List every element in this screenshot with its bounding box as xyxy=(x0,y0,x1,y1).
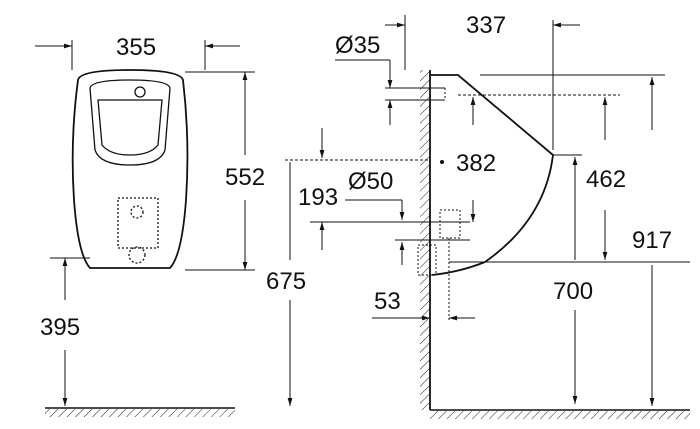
dim-382: 382 xyxy=(456,150,497,177)
dim-552: 552 xyxy=(225,164,266,191)
dim-675: 675 xyxy=(266,268,307,295)
front-view-dimensions xyxy=(35,40,255,409)
dim-395: 395 xyxy=(40,314,81,341)
front-view-urinal xyxy=(71,69,189,269)
dim-700: 700 xyxy=(553,278,594,305)
front-floor-hatch xyxy=(45,409,235,417)
dim-337: 337 xyxy=(466,12,507,39)
dim-53: 53 xyxy=(374,288,401,315)
dim-355: 355 xyxy=(116,34,157,61)
dim-462: 462 xyxy=(586,166,627,193)
dim-inlet-diameter: Ø35 xyxy=(335,32,381,59)
dim-917: 917 xyxy=(632,227,673,254)
side-view-urinal xyxy=(430,74,554,276)
dim-outlet-diameter: Ø50 xyxy=(348,168,394,195)
side-floor-hatch xyxy=(430,411,690,419)
side-view-dimensions xyxy=(285,15,690,411)
dim-193: 193 xyxy=(298,184,339,211)
